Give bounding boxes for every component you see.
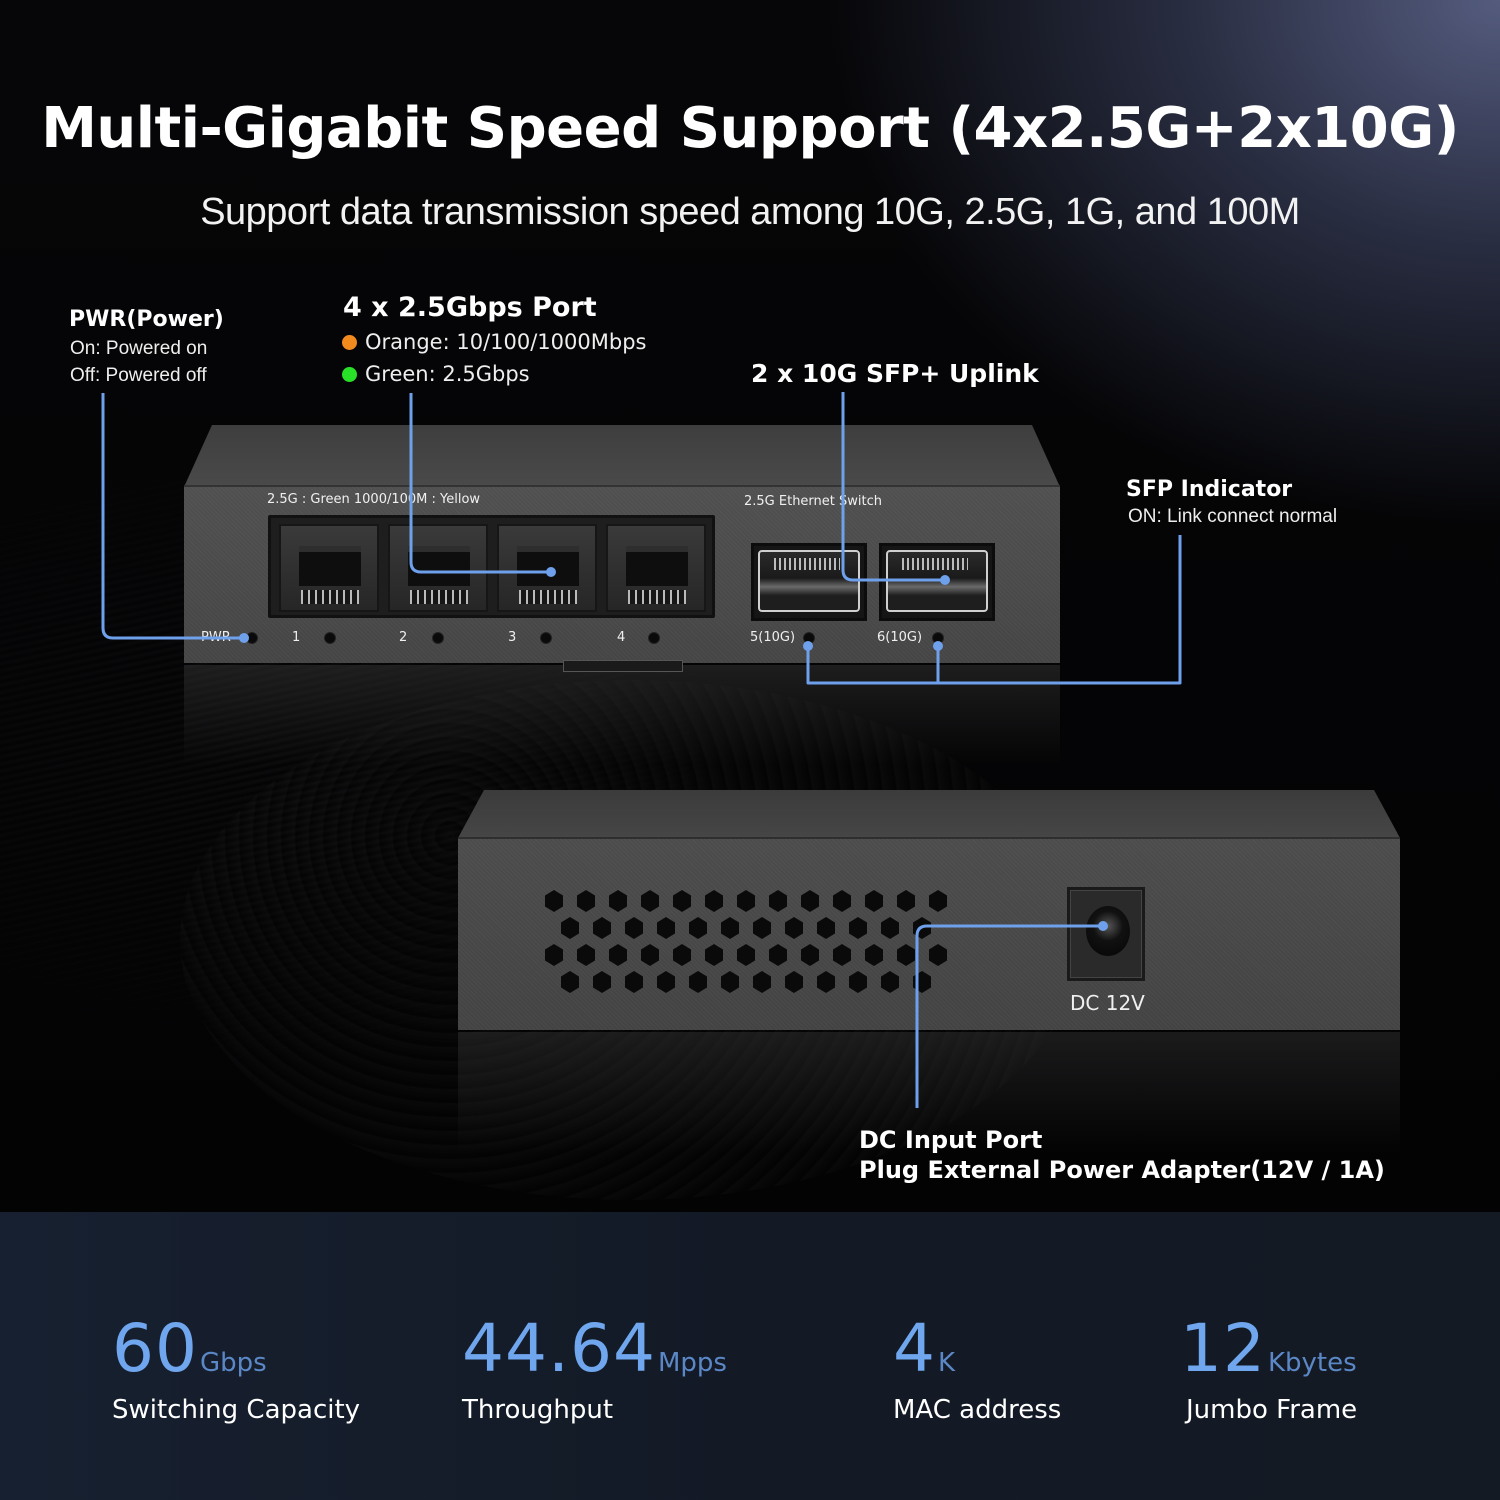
stat-value: 4: [893, 1310, 936, 1387]
led-port-2: [432, 632, 444, 644]
pwr-callout-off: Off: Powered off: [70, 365, 207, 386]
ventilation-grille: [545, 888, 965, 998]
stat-label-mac-address: MAC address: [893, 1395, 1062, 1425]
ports-legend-orange-label: Orange: 10/100/1000Mbps: [365, 330, 647, 354]
led-label-6: 6(10G): [877, 630, 923, 645]
stat-unit: Kbytes: [1267, 1348, 1357, 1378]
stat-unit: Mpps: [657, 1348, 727, 1378]
led-label-1: 1: [292, 630, 301, 645]
ports-callout-title: 4 x 2.5Gbps Port: [343, 292, 597, 323]
stat-value: 44.64: [462, 1310, 656, 1387]
stat-mac-address: 4K: [893, 1310, 955, 1387]
stat-unit: Gbps: [199, 1348, 267, 1378]
hero-background: [0, 0, 1500, 1212]
switch-back-top: [458, 790, 1400, 838]
dc-power-jack[interactable]: [1067, 887, 1145, 981]
sfp-port-5[interactable]: [751, 543, 867, 621]
led-pwr: [246, 632, 258, 644]
stat-label-switching-capacity: Switching Capacity: [112, 1395, 361, 1425]
led-label-3: 3: [508, 630, 517, 645]
model-label: 2.5G Ethernet Switch: [744, 494, 882, 509]
stat-value: 12: [1180, 1310, 1266, 1387]
led-port-1: [324, 632, 336, 644]
green-dot-icon: [342, 367, 357, 382]
dc-callout-title: DC Input Port: [859, 1126, 1043, 1154]
dc-jack-socket: [1086, 906, 1130, 956]
led-port-5: [803, 632, 815, 644]
stat-jumbo-frame: 12Kbytes: [1180, 1310, 1357, 1387]
switch-front-top: [184, 425, 1060, 487]
pwr-callout-on: On: Powered on: [70, 338, 208, 359]
rj45-port-3[interactable]: [497, 524, 597, 612]
dc-callout-desc: Plug External Power Adapter(12V / 1A): [859, 1156, 1385, 1184]
led-label-5: 5(10G): [750, 630, 796, 645]
led-label-pwr: PWR: [201, 630, 231, 645]
vent-slot: [563, 660, 683, 672]
rj45-port-2[interactable]: [388, 524, 488, 612]
stats-band: [0, 1212, 1500, 1500]
led-legend-text: 2.5G : Green 1000/100M : Yellow: [267, 492, 481, 507]
stat-value: 60: [112, 1310, 198, 1387]
rj45-port-4[interactable]: [606, 524, 706, 612]
led-port-6: [932, 632, 944, 644]
led-port-3: [540, 632, 552, 644]
stat-unit: K: [938, 1348, 956, 1378]
pwr-callout-title: PWR(Power): [69, 307, 224, 332]
switch-front-reflection: [184, 665, 1060, 765]
ports-legend-green: Green: 2.5Gbps: [342, 362, 530, 386]
ports-legend-orange: Orange: 10/100/1000Mbps: [342, 330, 646, 354]
background-streaks: [0, 260, 1500, 1210]
led-label-4: 4: [617, 630, 626, 645]
stat-throughput: 44.64Mpps: [462, 1310, 727, 1387]
stat-label-jumbo-frame: Jumbo Frame: [1186, 1395, 1358, 1425]
page-title: Multi-Gigabit Speed Support (4x2.5G+2x10…: [41, 96, 1459, 161]
sfp-indicator-callout-desc: ON: Link connect normal: [1128, 506, 1338, 527]
sfp-uplink-callout-title: 2 x 10G SFP+ Uplink: [751, 359, 1039, 388]
rj45-port-bay: [268, 515, 715, 618]
page-subtitle: Support data transmission speed among 10…: [200, 191, 1300, 233]
stat-switching-capacity: 60Gbps: [112, 1310, 267, 1387]
led-port-4: [648, 632, 660, 644]
sfp-indicator-callout-title: SFP Indicator: [1126, 477, 1293, 502]
led-label-2: 2: [399, 630, 408, 645]
dc-12v-label: DC 12V: [1070, 991, 1145, 1015]
sfp-port-6[interactable]: [879, 543, 995, 621]
orange-dot-icon: [342, 335, 357, 350]
ports-legend-green-label: Green: 2.5Gbps: [365, 362, 530, 386]
rj45-port-1[interactable]: [279, 524, 379, 612]
stat-label-throughput: Throughput: [462, 1395, 614, 1425]
